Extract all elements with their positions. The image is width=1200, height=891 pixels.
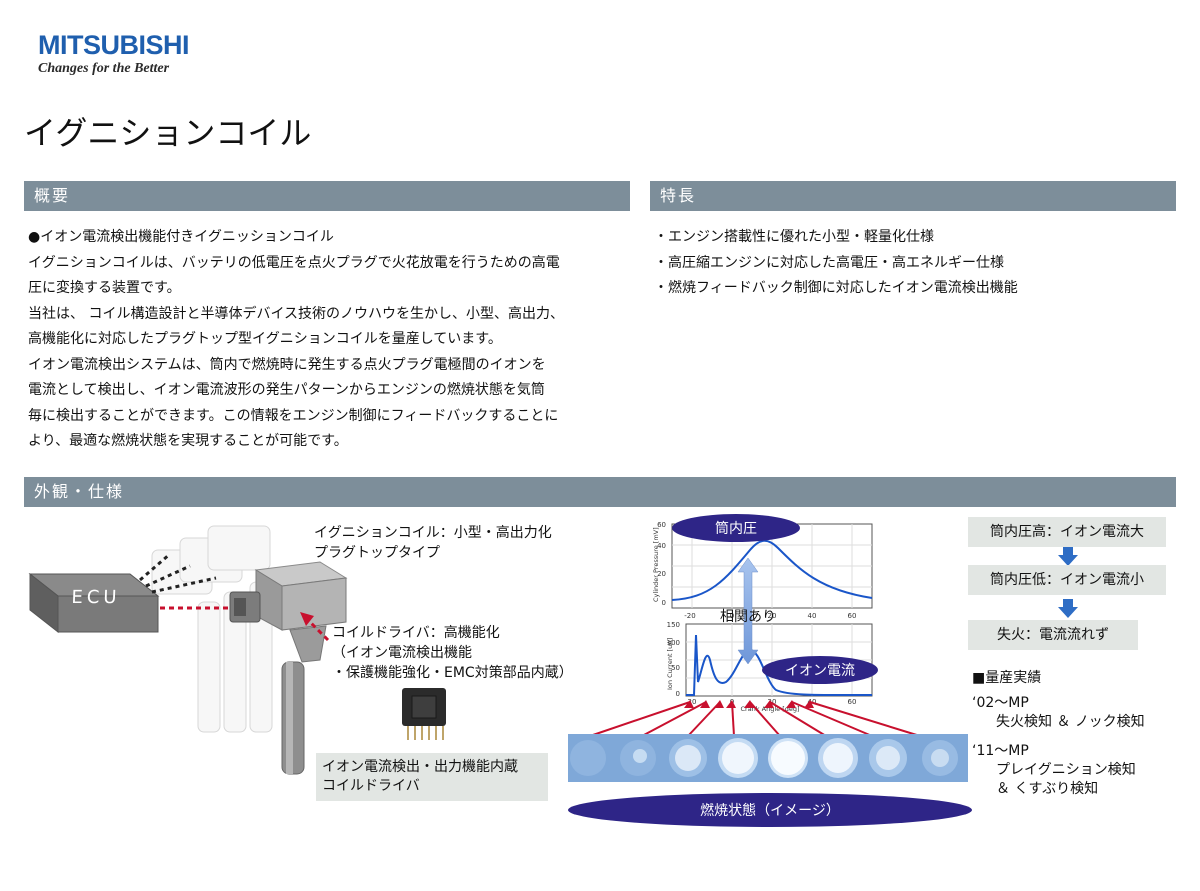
pressure-ylabel: Cylinder Pressure [mV] [652, 527, 660, 602]
ion-ytick: 50 [671, 664, 680, 672]
coil-driver-chip [402, 688, 446, 740]
overview-line: 毎に検出することができます。この情報をエンジン制御にフィードバックすることに [28, 407, 559, 424]
production-entry: ‘02～MP 失火検知 ＆ ノック検知 [972, 694, 1145, 732]
driver-caption: コイルドライバ：高機能化 （イオン電流検出機能 ・保護機能強化・EMC対策部品内… [332, 623, 573, 683]
production-year: ‘02～MP [972, 695, 1029, 711]
overview-line: 電流として検出し、イオン電流波形の発生パターンからエンジンの燃焼状態を気筒 [28, 382, 545, 398]
pressure-xtick: 40 [808, 612, 817, 620]
ion-xlabel: Crank Angle [deg] [740, 705, 799, 713]
coil-caption-line: イグニションコイル：小型・高出力化 [314, 525, 552, 541]
ion-ytick: 0 [676, 690, 680, 698]
down-arrow-icon [1058, 547, 1078, 566]
appearance-heading: 外観・仕様 [24, 477, 1176, 507]
overview-line: より、最適な燃焼状態を実現することが可能です。 [28, 433, 348, 449]
pressure-ytick: 40 [657, 542, 666, 550]
ion-ytick: 150 [667, 621, 680, 629]
combustion-label: 燃焼状態（イメージ） [700, 802, 840, 819]
driver-caption-line: ・保護機能強化・EMC対策部品内蔵） [332, 665, 573, 681]
waveform-charts: 60 40 20 0 -20 0 20 40 60 Cylinder Press… [568, 514, 972, 827]
pressure-label: 筒内圧 [715, 520, 757, 537]
down-arrow-icon [1058, 599, 1078, 618]
feature-item: ・エンジン搭載性に優れた小型・軽量化仕様 [654, 229, 934, 245]
relation-box: 筒内圧高：イオン電流大 [968, 517, 1166, 547]
ion-xtick: 20 [768, 698, 777, 706]
coil-caption-line: プラグトップタイプ [314, 545, 440, 561]
overview-line: イオン電流検出システムは、筒内で燃焼時に発生する点火プラグ電極間のイオンを [28, 356, 546, 373]
pressure-xtick: 20 [768, 612, 777, 620]
features-list: ・エンジン搭載性に優れた小型・軽量化仕様 ・高圧縮エンジンに対応した高電圧・高エ… [654, 225, 1174, 302]
driver-box-line: イオン電流検出・出力機能内蔵 [322, 759, 518, 775]
coil-caption: イグニションコイル：小型・高出力化 プラグトップタイプ [314, 523, 552, 563]
driver-box-line: コイルドライバ [322, 778, 420, 794]
production-detail: 失火検知 ＆ ノック検知 [996, 714, 1145, 730]
production-entry: ‘11～MP プレイグニション検知 ＆ くすぶり検知 [972, 742, 1136, 799]
ion-curve [686, 634, 873, 697]
overview-line: 高機能化に対応したプラグトップ型イグニションコイルを量産しています。 [28, 331, 502, 347]
ion-xtick: 20 [688, 698, 697, 706]
production-detail: ＆ くすぶり検知 [996, 781, 1099, 797]
brand-tagline: Changes for the Better [38, 61, 170, 76]
relation-box: 失火：電流流れず [968, 620, 1138, 650]
correlation-arrow [737, 557, 759, 665]
pressure-ytick: 0 [662, 599, 666, 607]
pressure-curve [671, 539, 873, 601]
overview-line: イグニションコイルは、バッテリの低電圧を点火プラグで火花放電を行うための高電 [28, 254, 560, 271]
ion-ellipse [762, 656, 878, 684]
page-title: イグニションコイル [24, 114, 312, 152]
driver-box: イオン電流検出・出力機能内蔵 コイルドライバ [316, 753, 548, 801]
ion-xtick: 60 [848, 698, 857, 706]
ion-label: イオン電流 [785, 663, 855, 679]
pressure-xtick: -20 [684, 612, 695, 620]
pressure-xtick: 60 [848, 612, 857, 620]
pressure-xtick: 0 [730, 612, 734, 620]
overview-line: ●イオン電流検出機能付きイグニッションコイル [28, 229, 334, 245]
pressure-ytick: 60 [657, 521, 666, 529]
correlation-label: 相関あり [720, 609, 776, 625]
ecu-label: ECU [71, 587, 121, 608]
overview-line: 当社は、 コイル構造設計と半導体デバイス技術のノウハウを生かし、小型、高出力、 [28, 305, 565, 322]
feature-item: ・燃焼フィードバック制御に対応したイオン電流検出機能 [654, 280, 1018, 296]
overview-line: 圧に変換する装置です。 [28, 280, 181, 296]
relation-box: 筒内圧低：イオン電流小 [968, 565, 1166, 595]
feature-item: ・高圧縮エンジンに対応した高電圧・高エネルギー仕様 [654, 254, 1004, 271]
ion-ytick: 100 [667, 639, 680, 647]
ion-ylabel: Ion Current [uA] [666, 638, 674, 690]
brand-logo: MITSUBISHI [38, 30, 190, 60]
overview-text: ●イオン電流検出機能付きイグニッションコイル イグニションコイルは、バッテリの低… [28, 225, 638, 455]
features-heading: 特長 [650, 181, 1176, 211]
driver-caption-line: コイルドライバ：高機能化 [332, 625, 500, 641]
pressure-ellipse [672, 514, 800, 542]
driver-caption-line: （イオン電流検出機能 [332, 645, 472, 661]
ignition-coil-illustration [28, 525, 348, 775]
combustion-ellipse [568, 793, 972, 827]
production-heading: ■量産実績 [972, 670, 1042, 686]
combustion-frames [570, 738, 958, 778]
overview-heading: 概要 [24, 181, 630, 211]
pressure-ytick: 20 [657, 570, 666, 578]
production-year: ‘11～MP [972, 743, 1029, 759]
production-detail: プレイグニション検知 [996, 762, 1136, 778]
